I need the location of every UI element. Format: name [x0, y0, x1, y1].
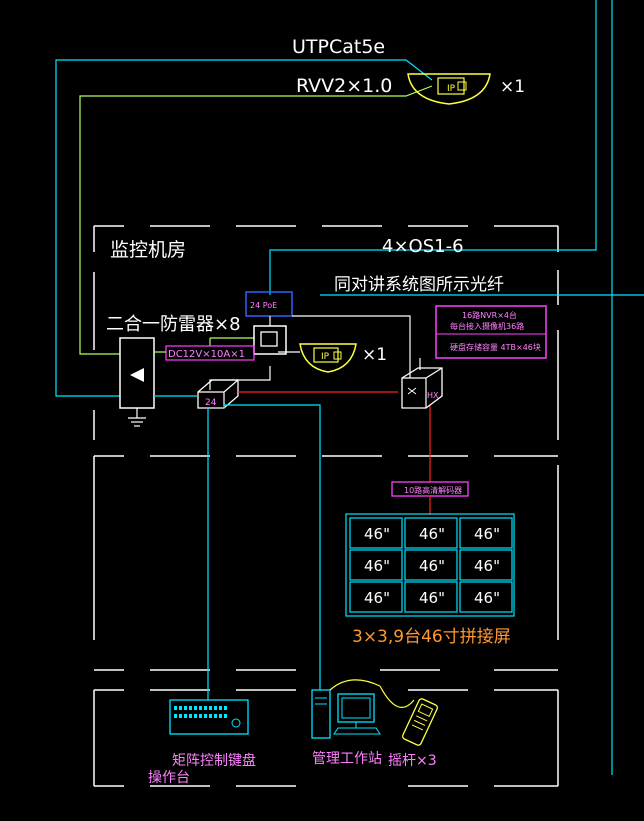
video-wall-screen: [349, 581, 403, 613]
keyboard-key: [214, 714, 217, 718]
video-wall-screen-size: 46": [419, 525, 445, 543]
top-camera-wiring: [55, 59, 433, 397]
keyboard-key: [184, 706, 187, 710]
nvr-line3: 硬盘存储容量 4TB×46块: [450, 342, 541, 352]
keyboard-key: [219, 706, 222, 710]
rvv-cable-label: RVV2×1.0: [296, 75, 392, 97]
room-camera-qty: ×1: [362, 345, 387, 365]
keyboard-label: 矩阵控制键盘: [172, 752, 256, 769]
video-wall-screen: [459, 517, 513, 549]
keyboard-key: [219, 714, 222, 718]
room-title: 监控机房: [110, 239, 186, 261]
surge-protector: [119, 337, 155, 427]
fiber-count-label: 4×OS1-6: [382, 236, 464, 257]
keyboard-key: [204, 714, 207, 718]
video-wall-screen: [404, 549, 458, 581]
keyboard-key: [224, 706, 227, 710]
nvr-line1: 16路NVR×4台: [462, 310, 517, 320]
keyboard-key: [214, 706, 217, 710]
joystick-label: 摇杆×3: [388, 753, 437, 769]
video-wall-screen: [404, 581, 458, 613]
video-wall-screen-size: 46": [419, 557, 445, 575]
video-wall-caption: 3×3,9台46寸拼接屏: [352, 627, 511, 647]
top-camera-ip-badge: IP: [447, 84, 456, 94]
video-wall-screen: [404, 517, 458, 549]
keyboard-key: [199, 706, 202, 710]
room-boundary: [93, 225, 559, 787]
fiber-note-label: 同对讲系统图所示光纤: [334, 275, 504, 295]
media-converter-icon: [253, 325, 287, 355]
keyboard-key: [179, 706, 182, 710]
video-wall-screen: [459, 581, 513, 613]
keyboard-key: [189, 714, 192, 718]
keyboard-key: [189, 706, 192, 710]
switch-links: [154, 358, 431, 700]
console-label: 操作台: [148, 770, 190, 786]
room-dome-camera-icon: IP: [299, 343, 357, 373]
workstation-icon: [311, 679, 415, 739]
access-switch-label: 24: [205, 398, 217, 408]
video-wall-screen: [349, 517, 403, 549]
video-wall-screen: [459, 549, 513, 581]
utp-cable-label: UTPCat5e: [292, 36, 385, 58]
keyboard-key: [224, 714, 227, 718]
video-wall: 46" 46" 46" 46" 46" 46" 46" 46" 46": [345, 513, 515, 617]
keyboard-key: [204, 706, 207, 710]
nvr-box: 16路NVR×4台 每台接入摄像机36路 硬盘存储容量 4TB×46块: [435, 305, 547, 359]
power-supply-label: DC12V×10A×1: [168, 349, 245, 360]
core-switch-icon: HX: [401, 367, 443, 409]
keyboard-key: [174, 714, 177, 718]
joystick-icon: [401, 698, 439, 746]
matrix-keyboard-icon: [169, 699, 249, 735]
poe-links: [209, 315, 411, 390]
keyboard-key: [194, 706, 197, 710]
poe-switch-small-label: 24 PoE: [250, 301, 277, 310]
nvr-line2: 每台接入摄像机36路: [450, 321, 524, 331]
keyboard-key: [209, 714, 212, 718]
keyboard-key: [199, 714, 202, 718]
video-wall-screen-size: 46": [474, 589, 500, 607]
access-switch-icon: 24: [197, 379, 239, 409]
decoder-label: 10路高清解码器: [404, 485, 462, 495]
poe-switch-small: 24 PoE: [245, 291, 293, 317]
video-wall-screen-size: 46": [364, 589, 390, 607]
video-wall-screen-size: 46": [474, 525, 500, 543]
video-wall-screen-size: 46": [474, 557, 500, 575]
top-camera-qty: ×1: [500, 77, 525, 97]
decoder-box: 10路高清解码器: [391, 481, 469, 497]
video-wall-screen-size: 46": [364, 557, 390, 575]
top-dome-camera-icon: IP: [407, 73, 491, 105]
keyboard-key: [174, 706, 177, 710]
core-switch-label: HX: [427, 391, 439, 400]
keyboard-key: [194, 714, 197, 718]
keyboard-key: [209, 706, 212, 710]
keyboard-key: [179, 714, 182, 718]
power-supply: DC12V×10A×1: [165, 345, 255, 361]
video-wall-screen-size: 46": [364, 525, 390, 543]
workstation-label: 管理工作站: [312, 751, 382, 767]
fiber-backbone: [269, 0, 644, 775]
room-camera-ip-badge: IP: [321, 352, 330, 362]
video-wall-screen-size: 46": [419, 589, 445, 607]
surge-label: 二合一防雷器×8: [106, 314, 241, 335]
keyboard-key: [184, 714, 187, 718]
video-wall-screen: [349, 549, 403, 581]
